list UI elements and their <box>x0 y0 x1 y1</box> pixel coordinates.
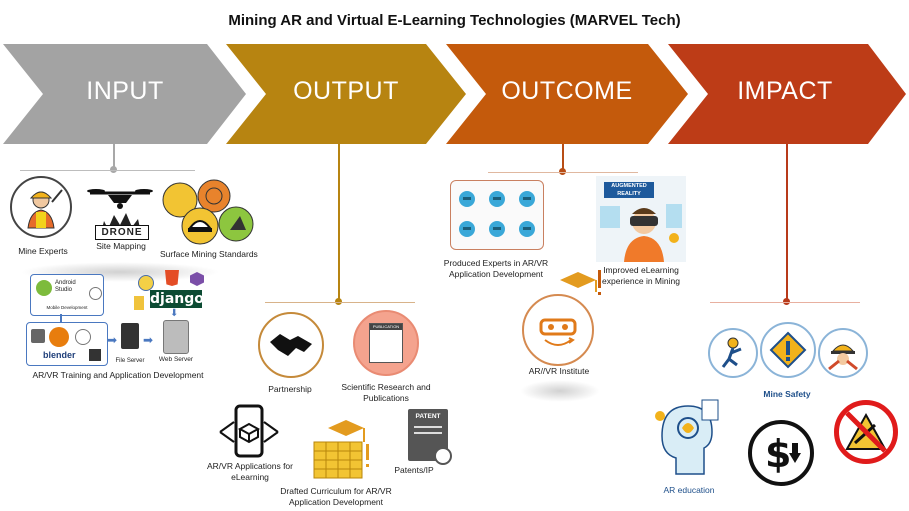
mine-safety-caption: Mine Safety <box>763 389 811 399</box>
output-connector <box>338 144 340 302</box>
ar-experience-image: AUGMENTED REALITY <box>596 176 686 262</box>
outcome-arrow <box>446 44 688 144</box>
partnership-caption: Partnership <box>268 384 312 394</box>
impact-label: IMPACT <box>737 77 833 105</box>
mine-expert-icon <box>10 176 72 238</box>
warning-house-icon <box>760 322 816 378</box>
scientific-caption: Scientific Research and Publications <box>341 382 431 403</box>
vr-user-icon <box>75 329 91 345</box>
input-label: INPUT <box>86 77 164 105</box>
input-divider <box>20 170 195 171</box>
impact-arrow <box>668 44 906 144</box>
js-icon <box>134 296 144 310</box>
web-server-icon <box>163 320 189 354</box>
surface-mining-caption: Surface Mining Standards <box>160 249 258 259</box>
android-icon <box>36 280 52 296</box>
outcome-divider <box>488 172 638 173</box>
curriculum-icon <box>306 420 374 484</box>
ar-phone-icon <box>218 404 280 460</box>
mobile-to-blender-connector <box>60 314 62 322</box>
mobile-dev-box: Android Studio Mobile Development <box>30 274 104 316</box>
cube-icon <box>31 329 45 343</box>
patent-icon: PATENT <box>408 409 452 465</box>
web-server-caption: Web Server <box>158 356 194 363</box>
seal-icon <box>434 447 452 465</box>
blender-label: blender <box>43 350 76 360</box>
file-server-icon <box>121 323 139 349</box>
blender-logo-icon <box>49 327 69 347</box>
django-logo: django <box>150 290 204 308</box>
blender-box: blender <box>26 322 108 366</box>
surface-mining-icons <box>160 178 258 246</box>
drone-label: DRONE <box>95 225 149 240</box>
publication-icon: PUBLICATION <box>353 310 419 376</box>
publication-word: PUBLICATION <box>370 324 402 330</box>
output-connector-dot <box>335 298 342 305</box>
arvr-training-caption: AR/VR Training and Application Developme… <box>32 370 204 380</box>
publication-paper: PUBLICATION <box>369 323 403 363</box>
dollar-down-icon: $ <box>748 420 814 486</box>
cube-wire-icon <box>89 349 101 361</box>
impact-divider <box>710 302 860 303</box>
curriculum-caption: Drafted Curriculum for AR/VR Application… <box>280 486 392 507</box>
input-connector-dot <box>110 166 117 173</box>
patent-line <box>414 432 442 434</box>
institute-cap-icon <box>556 268 604 302</box>
ar-institute-caption: AR//VR Institute <box>528 366 590 376</box>
page-title: Mining AR and Virtual E-Learning Technol… <box>228 12 681 29</box>
miner-helmet-icon <box>818 328 868 378</box>
patent-line <box>414 426 442 428</box>
outcome-connector-dot <box>559 168 566 175</box>
outcome-connector <box>562 144 564 172</box>
vr-experts-panel <box>450 180 544 250</box>
output-label: OUTPUT <box>293 77 399 105</box>
produced-experts-caption: Produced Experts in AR/VR Application De… <box>443 258 549 279</box>
patents-caption: Patents/IP <box>394 465 434 475</box>
arvr-apps-caption: AR/VR Applications for eLearning <box>207 461 293 482</box>
ar-education-caption: AR education <box>663 485 715 495</box>
svg-text:$: $ <box>765 432 791 476</box>
file-server-caption: File Server <box>115 358 145 364</box>
outcome-label: OUTCOME <box>501 77 633 105</box>
ar-institute-icon <box>522 294 594 366</box>
handshake-icon <box>258 312 324 378</box>
input-arrow <box>3 44 246 144</box>
ar-word: AUGMENTED REALITY <box>604 182 654 198</box>
output-arrow <box>226 44 466 144</box>
patent-word: PATENT <box>415 413 441 420</box>
ar-education-icon <box>652 396 726 484</box>
python-icon <box>138 275 154 291</box>
output-divider <box>265 302 415 303</box>
arrow-right-icon: ➡ <box>107 333 118 347</box>
html5-icon <box>165 270 179 286</box>
input-connector <box>113 144 115 170</box>
android-studio-label: Android Studio <box>55 280 76 293</box>
bootstrap-icon <box>190 272 204 286</box>
improved-caption: Improved eLearning experience in Mining <box>602 265 680 286</box>
shadow <box>520 380 600 402</box>
c-language-icon <box>89 287 102 300</box>
arrow-right-icon-2: ➡ <box>143 333 154 347</box>
no-mining-icon <box>834 400 898 464</box>
arrow-down-icon: ⬇ <box>170 308 179 319</box>
mobile-dev-label: Mobile Development <box>46 305 88 310</box>
mine-experts-caption: Mine Experts <box>18 246 68 256</box>
impact-connector-dot <box>783 298 790 305</box>
impact-connector <box>786 144 788 302</box>
stage-arrows <box>3 44 906 144</box>
miner-running-icon <box>708 328 758 378</box>
site-mapping-caption: Site Mapping <box>96 241 146 251</box>
